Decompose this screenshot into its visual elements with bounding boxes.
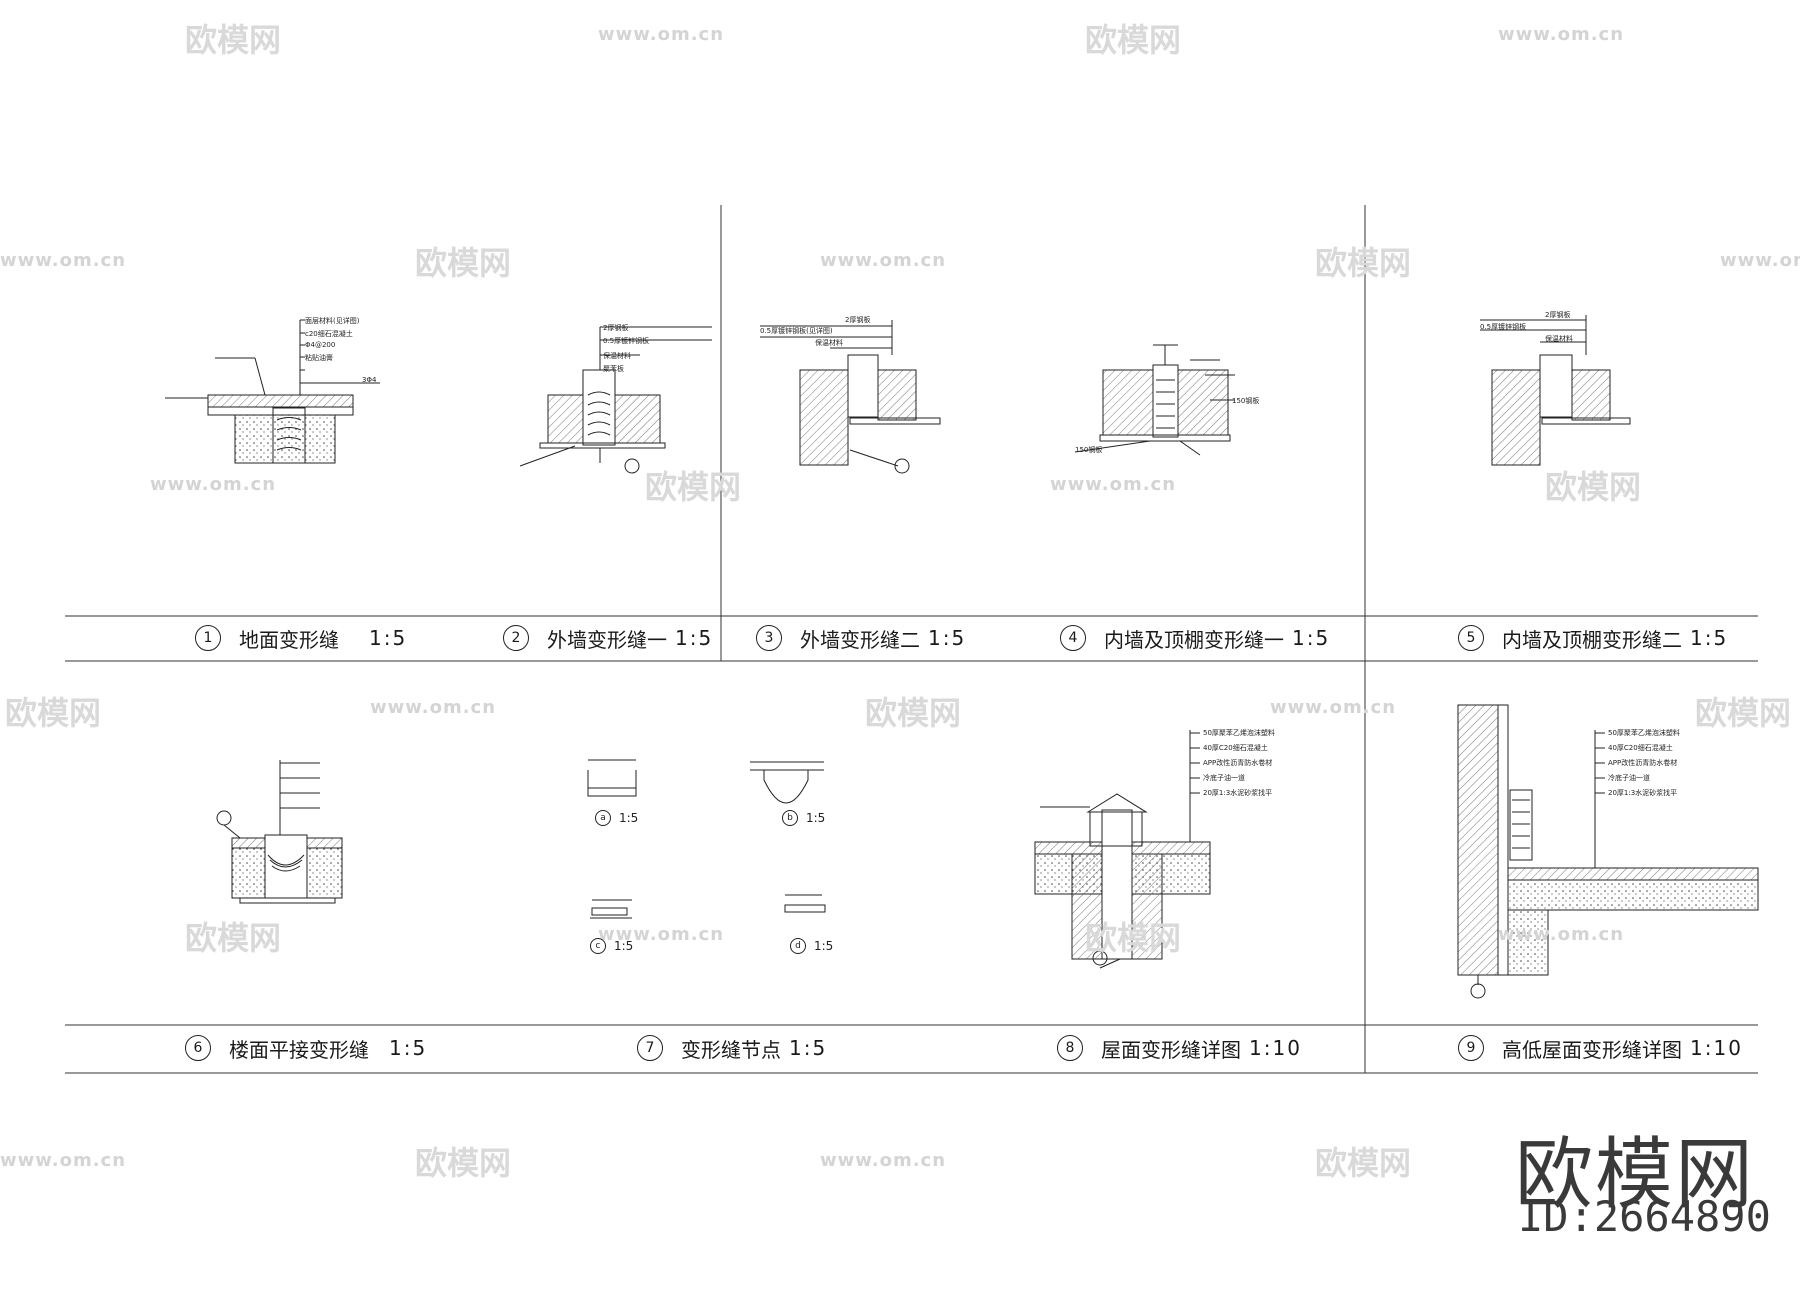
note-d3-0: 2厚钢板: [845, 316, 871, 324]
sub-detail-scale: 1:5: [806, 811, 826, 825]
caption-detail-3: 3 外墙变形缝二 1:5: [756, 618, 966, 658]
detail-5-drawing: [1480, 315, 1631, 466]
note-d1-0: 面层材料(见详图): [305, 317, 360, 325]
detail-scale: 1:5: [1690, 626, 1729, 650]
note-d9-4: 20厚1:3水泥砂浆找平: [1608, 789, 1678, 797]
detail-number: 4: [1060, 625, 1086, 651]
note-d4-0: 150钢板: [1232, 397, 1260, 405]
detail-title: 外墙变形缝二: [800, 627, 920, 652]
detail-scale: 1:5: [789, 1036, 828, 1060]
caption-detail-2: 2 外墙变形缝一 1:5: [503, 618, 713, 658]
detail-title: 外墙变形缝一: [547, 627, 667, 652]
note-d9-3: 冷底子油一道: [1608, 774, 1650, 782]
vertical-dividers: [720, 205, 1366, 1073]
caption-detail-9: 9 高低屋面变形缝详图 1:10: [1458, 1028, 1743, 1068]
detail-scale: 1:5: [1292, 626, 1331, 650]
detail-number: 1: [195, 625, 221, 651]
detail-1-drawing: [165, 319, 380, 464]
title-bar-row-1: [65, 615, 1758, 662]
detail-title: 内墙及顶棚变形缝二: [1502, 627, 1682, 652]
detail-title: 变形缝节点: [681, 1037, 781, 1062]
caption-detail-6: 6 楼面平接变形缝 1:5: [185, 1028, 427, 1068]
note-d2-3: 聚苯板: [603, 365, 624, 373]
brand-logo: 欧模网: [1515, 1130, 1756, 1220]
detail-4-drawing: [1074, 344, 1235, 456]
sub-detail-a: a 1:5: [595, 810, 638, 826]
caption-detail-4: 4 内墙及顶棚变形缝一 1:5: [1060, 618, 1330, 658]
detail-title: 内墙及顶棚变形缝一: [1104, 627, 1284, 652]
note-d1-1: c20细石混凝土: [305, 330, 353, 338]
detail-number: 2: [503, 625, 529, 651]
detail-title: 高低屋面变形缝详图: [1502, 1037, 1682, 1062]
caption-detail-5: 5 内墙及顶棚变形缝二 1:5: [1458, 618, 1728, 658]
detail-8-drawing: [1034, 730, 1211, 969]
note-d8-3: 冷底子油一道: [1203, 774, 1245, 782]
sub-detail-b: b 1:5: [782, 810, 825, 826]
note-d4-1: 150钢板: [1075, 446, 1103, 454]
sub-detail-scale: 1:5: [614, 939, 634, 953]
detail-number: 6: [185, 1035, 211, 1061]
detail-number: 3: [756, 625, 782, 651]
detail-6-drawing: [216, 760, 343, 904]
caption-detail-8: 8 屋面变形缝详图 1:10: [1057, 1028, 1302, 1068]
detail-scale: 1:10: [1690, 1036, 1743, 1060]
caption-detail-1: 1 地面变形缝 1:5: [195, 618, 407, 658]
note-d5-0: 2厚钢板: [1545, 311, 1571, 319]
detail-scale: 1:5: [675, 626, 714, 650]
note-d9-2: APP改性沥青防水卷材: [1608, 759, 1678, 767]
detail-3-drawing: [760, 320, 941, 474]
note-d8-4: 20厚1:3水泥砂浆找平: [1203, 789, 1273, 797]
note-d9-1: 40厚C20细石混凝土: [1608, 744, 1673, 752]
note-d9-0: 50厚聚苯乙烯泡沫塑料: [1608, 729, 1680, 737]
sub-detail-scale: 1:5: [814, 939, 834, 953]
note-d1-2: Φ4@200: [305, 341, 336, 349]
caption-detail-7: 7 变形缝节点 1:5: [637, 1028, 827, 1068]
sub-detail-scale: 1:5: [619, 811, 639, 825]
detail-title: 屋面变形缝详图: [1101, 1037, 1241, 1062]
sub-detail-d: d 1:5: [790, 938, 833, 954]
detail-number: 8: [1057, 1035, 1083, 1061]
note-d8-1: 40厚C20细石混凝土: [1203, 744, 1268, 752]
detail-2-drawing: [519, 326, 712, 474]
title-bar-row-2: [65, 1024, 1758, 1074]
note-d1-3: 粘贴油膏: [305, 354, 333, 362]
model-id: ID:2664890: [1518, 1192, 1771, 1241]
sub-detail-mark: b: [782, 810, 798, 826]
note-d2-0: 2厚钢板: [603, 324, 629, 332]
note-d2-1: 0.5厚镀锌钢板: [603, 337, 650, 345]
note-d3-1: 0.5厚镀锌钢板(见详图): [760, 327, 833, 335]
detail-scale: 1:5: [928, 626, 967, 650]
detail-7-drawing: [587, 759, 826, 919]
detail-number: 7: [637, 1035, 663, 1061]
note-d8-2: APP改性沥青防水卷材: [1203, 759, 1273, 767]
note-d5-1: 0.5厚镀锌钢板: [1480, 323, 1527, 331]
detail-scale: 1:5: [369, 626, 408, 650]
note-d3-2: 保温材料: [815, 339, 843, 347]
detail-9-drawing: [1457, 704, 1759, 999]
sub-detail-mark: c: [590, 938, 606, 954]
detail-title: 楼面平接变形缝: [229, 1037, 369, 1062]
note-d8-0: 50厚聚苯乙烯泡沫塑料: [1203, 729, 1275, 737]
detail-scale: 1:10: [1249, 1036, 1302, 1060]
sub-detail-mark: a: [595, 810, 611, 826]
note-d1-4: 3Φ4: [362, 376, 377, 384]
sub-detail-c: c 1:5: [590, 938, 633, 954]
detail-number: 9: [1458, 1035, 1484, 1061]
detail-scale: 1:5: [389, 1036, 428, 1060]
detail-number: 5: [1458, 625, 1484, 651]
detail-title: 地面变形缝: [239, 627, 339, 652]
note-d5-2: 保温材料: [1545, 335, 1573, 343]
note-d2-2: 保温材料: [603, 352, 631, 360]
sub-detail-mark: d: [790, 938, 806, 954]
